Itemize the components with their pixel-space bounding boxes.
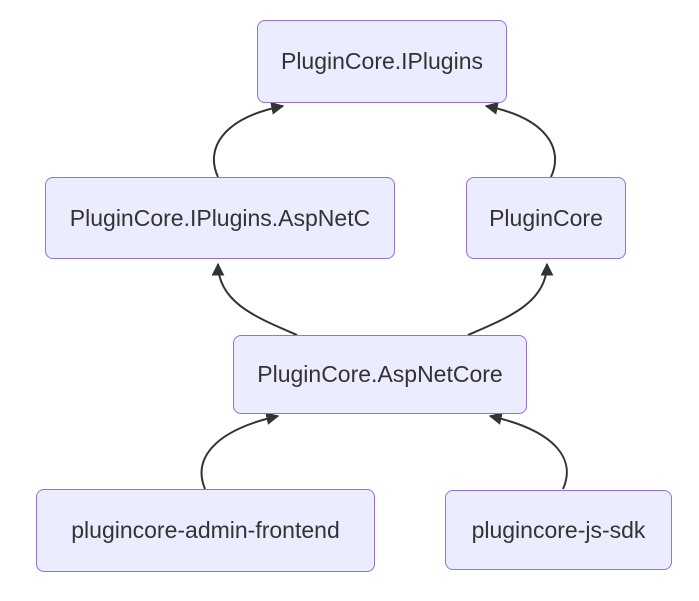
node-label-plugincore-iplugins-aspnetc: PluginCore.IPlugins.AspNetC	[69, 204, 371, 231]
node-label-plugincore-admin-frontend: plugincore-admin-frontend	[71, 517, 340, 543]
edge-aspnetcore-to-iplugins-aspnetc	[211, 262, 298, 336]
edge-admin-frontend-to-aspnetcore	[200, 412, 280, 490]
node-label-plugincore-js-sdk: plugincore-js-sdk	[471, 516, 646, 543]
node-plugincore-aspnetcore: PluginCore.AspNetCore	[233, 335, 527, 414]
node-plugincore-iplugins-aspnetc: PluginCore.IPlugins.AspNetC	[45, 177, 395, 259]
edge-plugincore-to-iplugins	[484, 101, 556, 178]
node-plugincore-admin-frontend: plugincore-admin-frontend	[36, 489, 375, 572]
edge-js-sdk-to-aspnetcore	[488, 412, 568, 490]
node-plugincore-js-sdk: plugincore-js-sdk	[445, 490, 672, 570]
node-plugincore: PluginCore	[466, 177, 626, 259]
edge-aspnetcore-to-plugincore	[467, 262, 554, 336]
node-label-plugincore: PluginCore	[489, 204, 603, 231]
edge-iplugins-aspnetc-to-iplugins	[213, 101, 285, 178]
node-plugincore-iplugins: PluginCore.IPlugins	[257, 20, 507, 103]
node-label-plugincore-iplugins: PluginCore.IPlugins	[280, 48, 483, 74]
node-label-plugincore-aspnetcore: PluginCore.AspNetCore	[257, 361, 503, 387]
